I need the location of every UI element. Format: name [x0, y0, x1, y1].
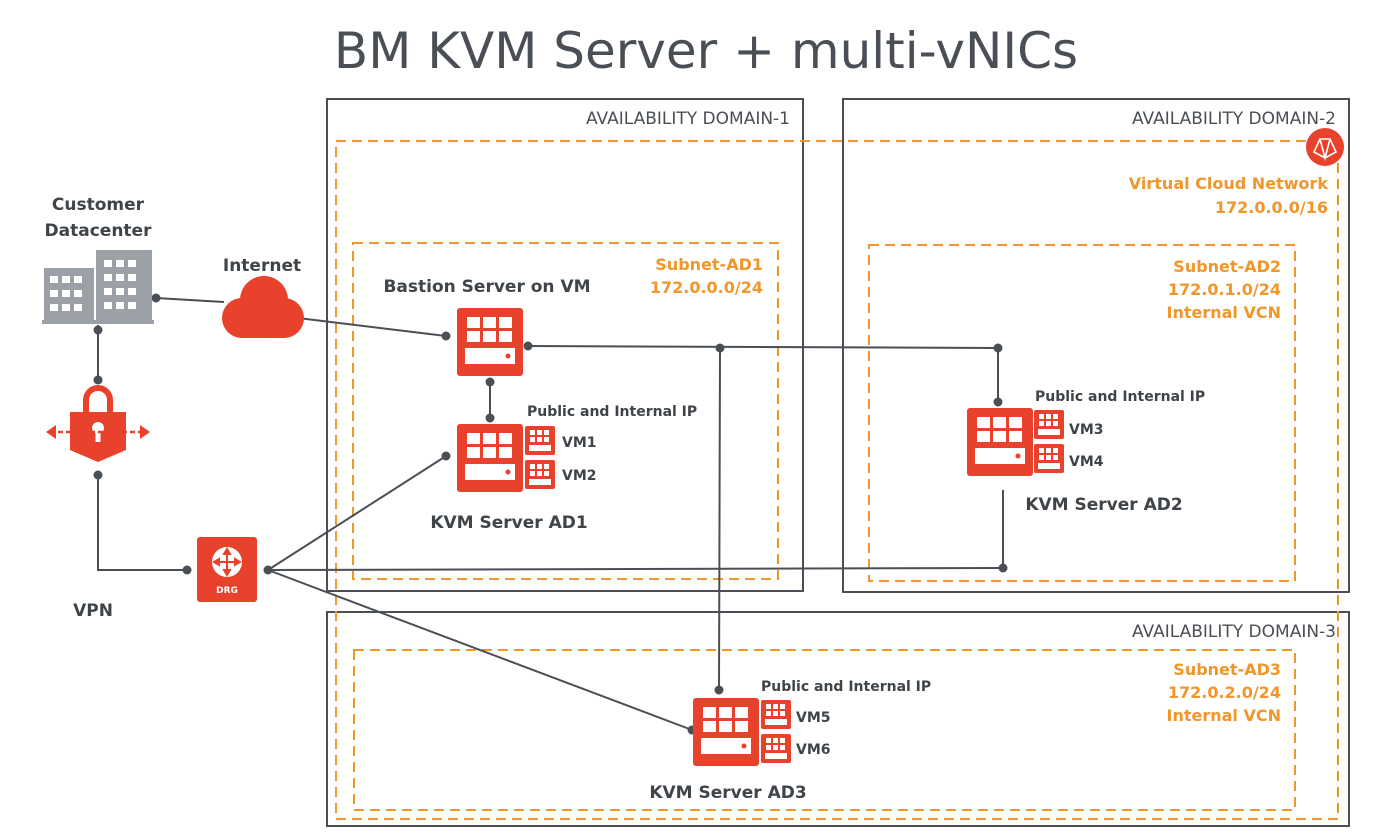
- subnet-ad1-name: Subnet-AD1: [655, 255, 763, 274]
- vcn-cidr: 172.0.0.0/16: [1215, 198, 1328, 217]
- vm3-label: VM3: [1069, 422, 1104, 438]
- internet-label: Internet: [223, 256, 301, 276]
- internet-cloud-icon: [222, 276, 304, 338]
- datacenter-building-icon: [42, 250, 154, 324]
- kvm-server-ad3-label: KVM Server AD3: [649, 783, 806, 803]
- vcn-name: Virtual Cloud Network: [1129, 174, 1329, 193]
- subnet-ad3-note: Internal VCN: [1167, 706, 1282, 725]
- vm3-icon: [1034, 410, 1064, 439]
- subnet-ad3-name: Subnet-AD3: [1173, 660, 1281, 679]
- vm1-icon: [525, 426, 555, 455]
- subnet-ad2-box: [868, 244, 1296, 582]
- vm2-label: VM2: [562, 468, 597, 484]
- customer-datacenter-label-line1: Customer: [52, 195, 145, 215]
- drg-label: DRG: [216, 586, 238, 596]
- subnet-ad2-name: Subnet-AD2: [1173, 257, 1281, 276]
- kvm-server-ad1-label: KVM Server AD1: [430, 513, 587, 533]
- vm1-label: VM1: [562, 435, 597, 451]
- kvm-ad1-ip-label: Public and Internal IP: [527, 404, 697, 420]
- vm6-label: VM6: [796, 742, 831, 758]
- bastion-server-icon: [457, 308, 523, 376]
- availability-domain-1-box: [326, 98, 804, 592]
- vm2-icon: [525, 460, 555, 489]
- vm6-icon: [761, 734, 791, 763]
- vm5-label: VM5: [796, 710, 831, 726]
- availability-domain-2-label: AVAILABILITY DOMAIN-2: [1132, 109, 1336, 129]
- subnet-ad1-box: [352, 242, 779, 580]
- availability-domain-1-label: AVAILABILITY DOMAIN-1: [586, 109, 790, 129]
- kvm-ad3-ip-label: Public and Internal IP: [761, 679, 931, 695]
- vm4-label: VM4: [1069, 454, 1104, 470]
- diagram-title: BM KVM Server + multi-vNICs: [334, 22, 1078, 80]
- availability-domain-2-box: [842, 98, 1350, 593]
- subnet-ad2-note: Internal VCN: [1167, 303, 1282, 322]
- drg-router-icon: [197, 537, 257, 602]
- vm5-icon: [761, 700, 791, 729]
- bastion-server-label: Bastion Server on VM: [383, 277, 590, 297]
- subnet-ad3-box: [353, 649, 1296, 811]
- kvm-server-ad2-icon: [967, 408, 1033, 476]
- vcn-icon: [1306, 128, 1344, 166]
- availability-domain-3-box: [326, 611, 1350, 827]
- kvm-ad2-ip-label: Public and Internal IP: [1035, 389, 1205, 405]
- kvm-server-ad1-icon: [457, 424, 523, 492]
- vpn-label: VPN: [73, 601, 113, 621]
- vpn-lock-icon: [46, 385, 150, 462]
- subnet-ad3-cidr: 172.0.2.0/24: [1168, 683, 1281, 702]
- subnet-ad2-cidr: 172.0.1.0/24: [1168, 280, 1281, 299]
- availability-domain-3-label: AVAILABILITY DOMAIN-3: [1132, 622, 1336, 642]
- customer-datacenter-label-line2: Datacenter: [45, 221, 153, 241]
- subnet-ad1-cidr: 172.0.0.0/24: [650, 278, 763, 297]
- vcn-boundary: [335, 140, 1339, 820]
- connection-lines: [97, 297, 1004, 731]
- vm4-icon: [1034, 444, 1064, 473]
- kvm-server-ad2-label: KVM Server AD2: [1025, 495, 1182, 515]
- kvm-server-ad3-icon: [693, 698, 759, 766]
